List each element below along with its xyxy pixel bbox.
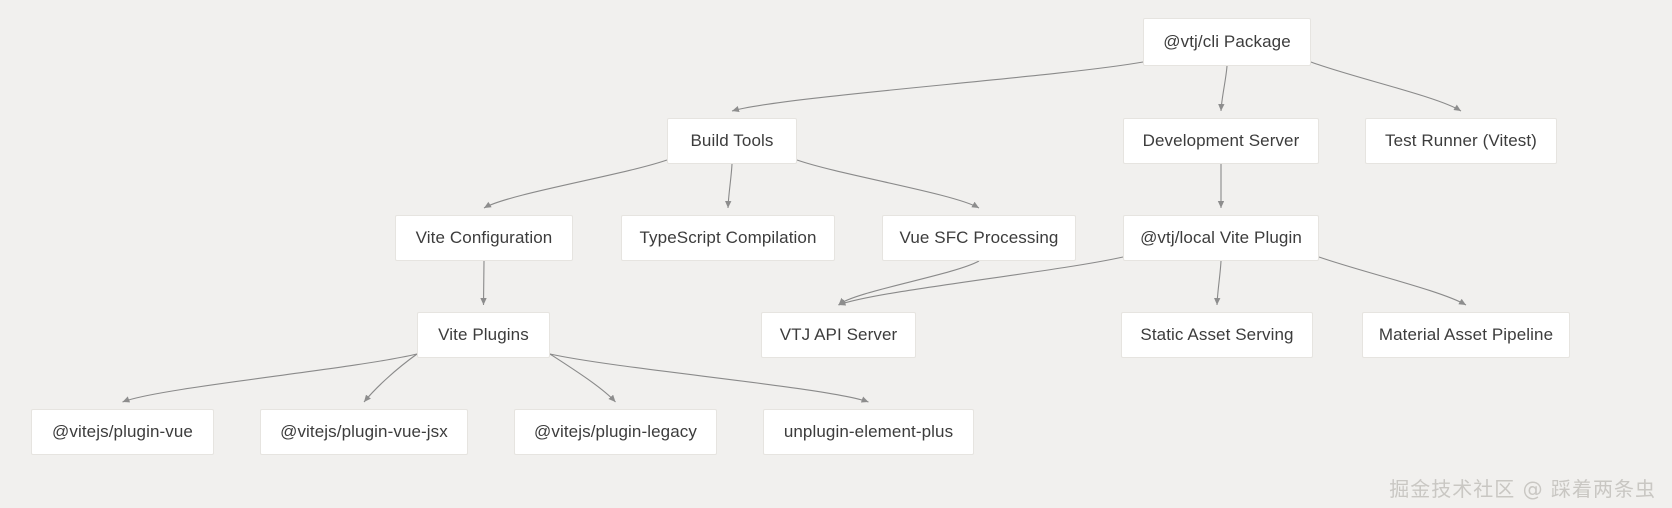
watermark-label: 掘金技术社区 @ 踩着两条虫 (1389, 477, 1656, 501)
edge-viteplugins-to-elementplus (549, 353, 869, 403)
node-viteconf[interactable]: Vite Configuration (395, 215, 573, 261)
node-tscompile[interactable]: TypeScript Compilation (621, 215, 835, 261)
edge-cli-to-vitest (1310, 61, 1462, 112)
node-vitest[interactable]: Test Runner (Vitest) (1365, 118, 1557, 164)
node-label-tscompile: TypeScript Compilation (639, 228, 817, 247)
node-viteplugins[interactable]: Vite Plugins (417, 312, 550, 358)
node-staticasset[interactable]: Static Asset Serving (1121, 312, 1313, 358)
edge-viteplugins-to-pluginvue (122, 353, 418, 403)
edge-vuesfc-to-apiserver (838, 260, 980, 306)
edge-localplugin-to-materialasset (1318, 256, 1467, 306)
node-label-pluginvuejsx: @vitejs/plugin-vue-jsx (280, 422, 448, 441)
node-pluginvuejsx[interactable]: @vitejs/plugin-vue-jsx (260, 409, 468, 455)
node-cli[interactable]: @vtj/cli Package (1143, 18, 1311, 66)
edge-localplugin-to-staticasset (1214, 260, 1222, 306)
edge-build-to-viteconf (483, 159, 668, 209)
edge-build-to-tscompile (725, 163, 733, 209)
node-build[interactable]: Build Tools (667, 118, 797, 164)
node-label-elementplus: unplugin-element-plus (783, 422, 954, 441)
edge-viteplugins-to-pluginlegacy (549, 353, 616, 403)
node-label-vitest: Test Runner (Vitest) (1385, 131, 1537, 150)
node-label-pluginvue: @vitejs/plugin-vue (52, 422, 193, 441)
node-label-build: Build Tools (690, 131, 774, 150)
node-materialasset[interactable]: Material Asset Pipeline (1362, 312, 1570, 358)
node-label-pluginlegacy: @vitejs/plugin-legacy (534, 422, 697, 441)
node-label-staticasset: Static Asset Serving (1140, 325, 1294, 344)
edge-build-to-vuesfc (796, 159, 980, 209)
node-label-cli: @vtj/cli Package (1163, 32, 1291, 51)
node-label-devserver: Development Server (1142, 131, 1300, 150)
node-label-localplugin: @vtj/local Vite Plugin (1140, 228, 1302, 247)
node-label-materialasset: Material Asset Pipeline (1378, 325, 1554, 344)
node-apiserver[interactable]: VTJ API Server (761, 312, 916, 358)
node-label-apiserver: VTJ API Server (779, 325, 898, 344)
node-pluginlegacy[interactable]: @vitejs/plugin-legacy (514, 409, 717, 455)
edge-localplugin-to-apiserver (838, 256, 1124, 306)
node-label-vuesfc: Vue SFC Processing (899, 228, 1059, 247)
edge-viteplugins-to-pluginvuejsx (363, 353, 418, 403)
edge-viteconf-to-viteplugins (480, 260, 487, 306)
node-devserver[interactable]: Development Server (1123, 118, 1319, 164)
node-elementplus[interactable]: unplugin-element-plus (763, 409, 974, 455)
node-label-viteplugins: Vite Plugins (438, 325, 529, 344)
edge-cli-to-devserver (1218, 65, 1228, 112)
node-pluginvue[interactable]: @vitejs/plugin-vue (31, 409, 214, 455)
node-label-viteconf: Vite Configuration (415, 228, 553, 247)
edge-cli-to-build (731, 61, 1144, 113)
node-vuesfc[interactable]: Vue SFC Processing (882, 215, 1076, 261)
node-localplugin[interactable]: @vtj/local Vite Plugin (1123, 215, 1319, 261)
